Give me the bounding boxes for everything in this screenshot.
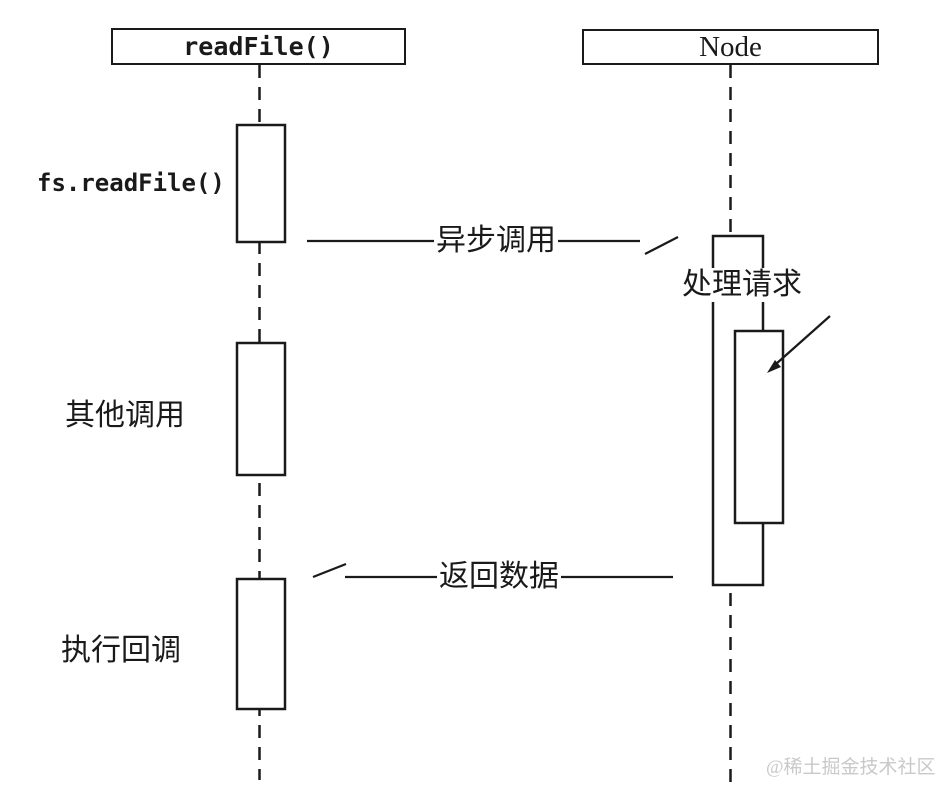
activation-other-calls: [235, 341, 287, 477]
label-other-calls: 其他调用: [65, 399, 185, 432]
process-pointer-line: [775, 315, 831, 365]
activation-node-nested: [733, 329, 785, 525]
activation-fs-readfile: [235, 123, 287, 244]
message-return-data: 返回数据: [437, 560, 561, 594]
activation-execute-callback: [235, 577, 287, 711]
label-fs-readfile: fs.readFile(): [37, 169, 225, 197]
process-pointer-arrowhead-icon: [767, 360, 781, 373]
message-process-request: 处理请求: [680, 268, 804, 302]
message-async-call: 异步调用: [434, 224, 558, 258]
participant-node-label: Node: [699, 30, 762, 63]
label-execute-callback: 执行回调: [61, 634, 181, 667]
participant-node: Node: [582, 29, 879, 65]
async-call-arrowhead-icon: [644, 236, 679, 255]
participant-readfile: readFile(): [111, 28, 406, 65]
watermark: @稀土掘金技术社区: [766, 757, 936, 778]
participant-readfile-label: readFile(): [183, 32, 334, 61]
return-data-arrowhead-icon: [312, 562, 347, 579]
